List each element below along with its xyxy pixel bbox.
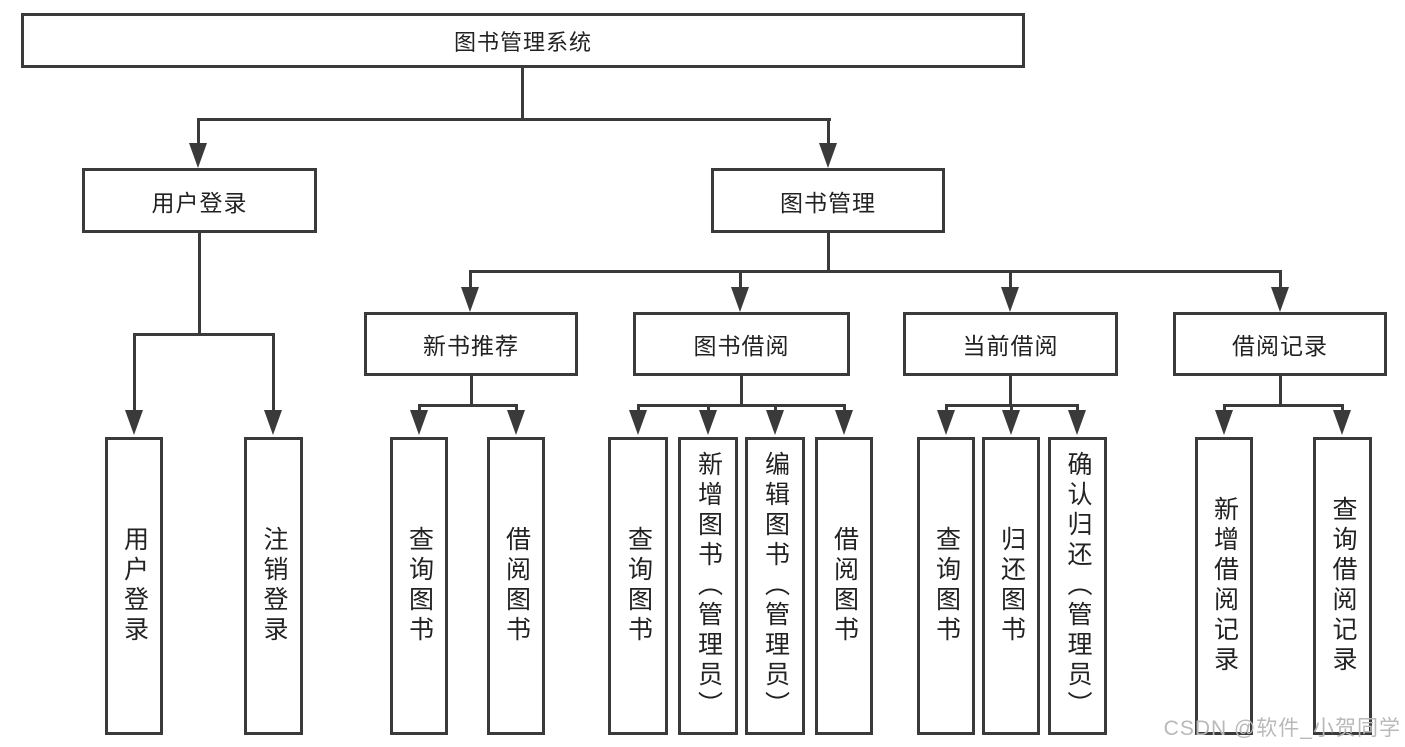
connector-line: [1076, 404, 1079, 412]
connector-line: [637, 404, 640, 412]
node-root-label: 图书管理系统: [453, 29, 592, 55]
connector-line: [774, 404, 777, 412]
connector-arrow: [125, 410, 143, 435]
connector-line: [515, 404, 518, 412]
leaf-edit-books-admin: 编辑图书（管理员）: [745, 437, 805, 735]
connector-line: [470, 376, 473, 404]
connector-arrow: [819, 143, 837, 168]
node-new-book-recommend-label: 新书推荐: [423, 333, 519, 359]
connector-line: [1010, 404, 1013, 412]
connector-line: [1279, 376, 1282, 404]
connector-arrow: [1068, 410, 1086, 435]
node-new-book-recommend: 新书推荐: [364, 312, 578, 376]
connector-arrow: [1215, 410, 1233, 435]
connector-line: [418, 404, 421, 412]
connector-line: [637, 404, 846, 407]
connector-line: [827, 121, 830, 146]
node-user-login-label: 用户登录: [151, 189, 248, 216]
connector-arrow: [410, 410, 428, 435]
leaf-edit-books-admin-label: 编辑图书（管理员）: [761, 451, 790, 721]
leaf-recommend-borrow-books: 借阅图书: [487, 437, 545, 735]
connector-line: [1009, 376, 1012, 404]
leaf-add-borrow-record-label: 新增借阅记录: [1210, 496, 1239, 676]
node-current-borrow: 当前借阅: [903, 312, 1118, 376]
connector-arrow: [1333, 410, 1351, 435]
connector-line: [843, 404, 846, 412]
leaf-borrow-query-books: 查询图书: [608, 437, 668, 735]
connector-line: [1341, 404, 1344, 412]
node-user-login: 用户登录: [82, 168, 317, 233]
leaf-query-borrow-record-label: 查询借阅记录: [1329, 496, 1357, 676]
connector-line: [1223, 404, 1344, 407]
connector-arrow: [1001, 287, 1019, 312]
leaf-confirm-return-admin: 确认归还（管理员）: [1048, 437, 1107, 735]
connector-arrow: [731, 287, 749, 312]
connector-line: [827, 233, 830, 272]
leaf-user-login: 用户登录: [105, 437, 163, 735]
leaf-logout: 注销登录: [244, 437, 303, 735]
connector-line: [707, 404, 710, 412]
connector-arrow: [835, 410, 853, 435]
node-book-borrow-label: 图书借阅: [693, 333, 790, 359]
node-borrow-records-label: 借阅记录: [1232, 333, 1328, 359]
leaf-recommend-query-books-label: 查询图书: [405, 526, 434, 646]
connector-line: [418, 404, 518, 407]
connector-arrow: [699, 410, 717, 435]
connector-line: [1223, 404, 1226, 412]
leaf-return-books-label: 归还图书: [997, 526, 1026, 646]
connector-line: [469, 273, 472, 290]
leaf-query-borrow-record: 查询借阅记录: [1313, 437, 1372, 735]
connector-arrow: [189, 143, 207, 168]
leaf-user-login-label: 用户登录: [120, 526, 149, 646]
connector-arrow: [1271, 287, 1289, 312]
node-book-borrow: 图书借阅: [633, 312, 850, 376]
leaf-add-borrow-record: 新增借阅记录: [1195, 437, 1253, 735]
leaf-current-query-books: 查询图书: [917, 437, 975, 735]
connector-arrow: [507, 410, 525, 435]
node-root: 图书管理系统: [21, 13, 1025, 68]
leaf-confirm-return-admin-label: 确认归还（管理员）: [1064, 451, 1092, 721]
leaf-logout-label: 注销登录: [260, 526, 288, 646]
connector-line: [945, 404, 948, 412]
watermark: CSDN @软件_小贺同学: [1163, 717, 1401, 740]
leaf-recommend-query-books: 查询图书: [390, 437, 448, 735]
connector-arrow: [766, 410, 784, 435]
connector-arrow: [937, 410, 955, 435]
connector-line: [1279, 273, 1282, 290]
leaf-current-query-books-label: 查询图书: [932, 526, 961, 646]
node-book-mgmt: 图书管理: [711, 168, 945, 233]
connector-arrow: [629, 410, 647, 435]
connector-line: [739, 273, 742, 290]
node-borrow-records: 借阅记录: [1173, 312, 1387, 376]
leaf-recommend-borrow-books-label: 借阅图书: [502, 526, 531, 646]
connector-line: [740, 376, 743, 404]
leaf-borrow-books: 借阅图书: [815, 437, 873, 735]
connector-line: [521, 68, 524, 118]
connector-line: [198, 233, 201, 335]
leaf-return-books: 归还图书: [982, 437, 1040, 735]
leaf-add-books-admin: 新增图书（管理员）: [678, 437, 738, 735]
connector-line: [197, 121, 200, 146]
connector-line: [1009, 273, 1012, 290]
connector-line: [272, 336, 275, 412]
leaf-add-books-admin-label: 新增图书（管理员）: [694, 451, 723, 721]
connector-arrow: [461, 287, 479, 312]
leaf-borrow-books-label: 借阅图书: [830, 526, 859, 646]
leaf-borrow-query-books-label: 查询图书: [624, 526, 653, 646]
connector-line: [133, 333, 275, 336]
connector-arrow: [1002, 410, 1020, 435]
connector-arrow: [264, 410, 282, 435]
node-book-mgmt-label: 图书管理: [780, 189, 876, 216]
connector-line: [469, 270, 1282, 273]
connector-line: [133, 336, 136, 412]
node-current-borrow-label: 当前借阅: [962, 333, 1059, 359]
connector-line: [197, 118, 831, 121]
